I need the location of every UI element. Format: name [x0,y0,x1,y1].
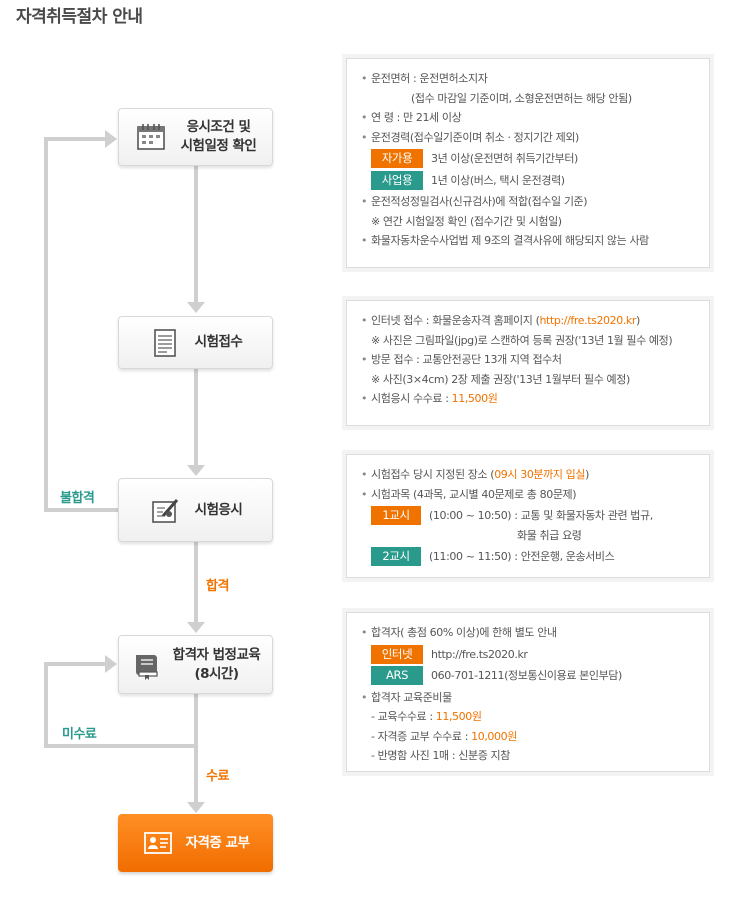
arrow-down-icon [187,302,205,313]
step-certificate-issue: 자격증 교부 [118,814,273,872]
schedule-note: ※ 연간 시험일정 확인 (접수기간 및 시험일) [371,214,562,228]
fail-label: 불합격 [60,491,95,506]
connector-3-4 [194,542,198,622]
arrow-down-icon [187,465,205,476]
disqualification-requirement: 화물자동차운수사업법 제 9조의 결격사유에 해당되지 않는 사람 [361,231,695,251]
education-fee-value: 11,500원 [435,710,482,723]
education-notice: 합격자( 총점 60% 이상)에 한해 별도 안내 [361,623,695,643]
connector-2-3 [194,369,198,465]
session2-tag: 2교시 [371,547,421,566]
step-exam-label: 시험응시 [194,501,243,518]
private-tag: 자가용 [371,149,423,168]
internet-tag: 인터넷 [371,644,423,664]
exam-fee-value: 11,500원 [451,392,498,405]
session2-text: (11:00 ~ 11:50) : 안전운행, 운송서비스 [429,550,615,563]
license-note: (접수 마감일 기준이며, 소형운전면허는 해당 안됨) [411,91,632,105]
visit-registration: 방문 접수 : 교통안전공단 13개 지역 접수처 [361,350,695,370]
book-icon [135,654,158,680]
business-tag: 사업용 [371,170,423,190]
fail-loop-horizontal-bottom [44,508,118,512]
step-registration: 시험접수 [118,316,273,369]
private-career-row: 자가용 3년 이상(운전면허 취득기간부터) [371,149,695,169]
photo-requirement: - 반명함 사진 1매 : 신분증 지참 [371,749,510,762]
step-certificate-label: 자격증 교부 [185,834,250,851]
certificate-fee-value: 10,000원 [471,729,517,743]
age-requirement: 연 령 : 만 21세 이상 [361,108,695,128]
aptitude-requirement: 운전적성정밀검사(신규검사)에 적합(접수일 기준) [361,192,695,212]
career-requirement: 운전경력(접수일기준이며 취소 · 정지기간 제외) [361,128,695,148]
certificate-fee: - 자격증 교부 수수료 : 10,000원 [371,729,517,743]
education-url[interactable]: http://fre.ts2020.kr [431,647,528,661]
incomplete-loop-horizontal-top [44,662,106,666]
connector-4-5 [194,694,198,802]
step-eligibility-check: 응시조건 및 시험일정 확인 [118,108,273,166]
license-requirement: 운전면허 : 운전면허소지자 [361,69,695,89]
pass-label: 합격 [206,579,229,594]
session1-tag: 1교시 [371,506,421,525]
session1-cont: 화물 취급 요령 [517,528,582,542]
document-icon [153,328,176,357]
business-career-text: 1년 이상(버스, 택시 운전경력) [431,173,565,187]
incomplete-label: 미수료 [62,727,97,742]
arrow-down-icon [187,802,205,813]
arrow-down-icon [187,622,205,633]
internet-registration: 인터넷 접수 : 화물운송자격 홈페이지 (http://fre.ts2020.… [361,311,695,331]
preparation-items: 합격자 교육준비물 [361,688,695,708]
exam-subjects: 시험과목 (4과목, 교시별 40문제로 총 80문제) [361,485,695,505]
ars-tag: ARS [371,666,423,685]
step-legal-education-label: 합격자 법정교육 (8시간) [172,646,261,682]
exam-pencil-icon [151,499,178,523]
photo-print-note: ※ 사진(3×4cm) 2장 제출 권장('13년 1월부터 필수 예정) [371,372,630,386]
step-eligibility-label: 응시조건 및 시험일정 확인 [180,119,257,154]
calendar-icon [136,124,165,150]
incomplete-loop-vertical [44,662,48,748]
connector-1-2 [194,166,198,302]
session2-row: 2교시 (11:00 ~ 11:50) : 안전운행, 운송서비스 [371,547,695,567]
complete-label: 수료 [206,769,229,784]
id-card-icon [143,832,172,854]
step-registration-label: 시험접수 [194,334,243,350]
internet-notice-row: 인터넷 http://fre.ts2020.kr [371,644,695,665]
private-career-text: 3년 이상(운전면허 취득기간부터) [431,152,578,165]
ars-notice-row: ARS 060-701-1211(정보통신이용료 본인부담) [371,666,695,686]
session1-row: 1교시 (10:00 ~ 10:50) : 교통 및 화물자동차 관련 법규, … [371,506,695,545]
entry-time: 09시 30분까지 입실 [494,468,586,481]
business-career-row: 사업용 1년 이상(버스, 택시 운전경력) [371,170,695,191]
page-title: 자격취득절차 안내 [16,7,143,27]
step-exam: 시험응시 [118,478,273,542]
education-panel: 합격자( 총점 60% 이상)에 한해 별도 안내 인터넷 http://fre… [346,612,710,772]
session1-text: (10:00 ~ 10:50) : 교통 및 화물자동차 관련 법규, [429,509,653,522]
step-legal-education: 합격자 법정교육 (8시간) [118,635,273,694]
exam-fee: 시험응시 수수료 : 11,500원 [361,389,695,409]
fail-loop-horizontal-top [44,137,106,141]
registration-url[interactable]: http://fre.ts2020.kr [539,314,637,327]
exam-panel: 시험접수 당시 지정된 장소 (09시 30분까지 입실) 시험과목 (4과목,… [346,454,710,578]
ars-text: 060-701-1211(정보통신이용료 본인부담) [431,669,622,682]
arrow-right-icon [105,130,117,148]
exam-place: 시험접수 당시 지정된 장소 (09시 30분까지 입실) [361,465,695,485]
photo-file-note: ※ 사진은 그림파일(jpg)로 스캔하여 등록 권장('13년 1월 필수 예… [371,333,673,347]
incomplete-loop-horizontal-bottom [44,744,196,748]
fail-loop-vertical [44,137,48,512]
arrow-right-icon [105,655,117,673]
registration-panel: 인터넷 접수 : 화물운송자격 홈페이지 (http://fre.ts2020.… [346,300,710,426]
education-fee: - 교육수수료 : 11,500원 [371,710,482,723]
eligibility-panel: 운전면허 : 운전면허소지자 (접수 마감일 기준이며, 소형운전면허는 해당 … [346,58,710,268]
